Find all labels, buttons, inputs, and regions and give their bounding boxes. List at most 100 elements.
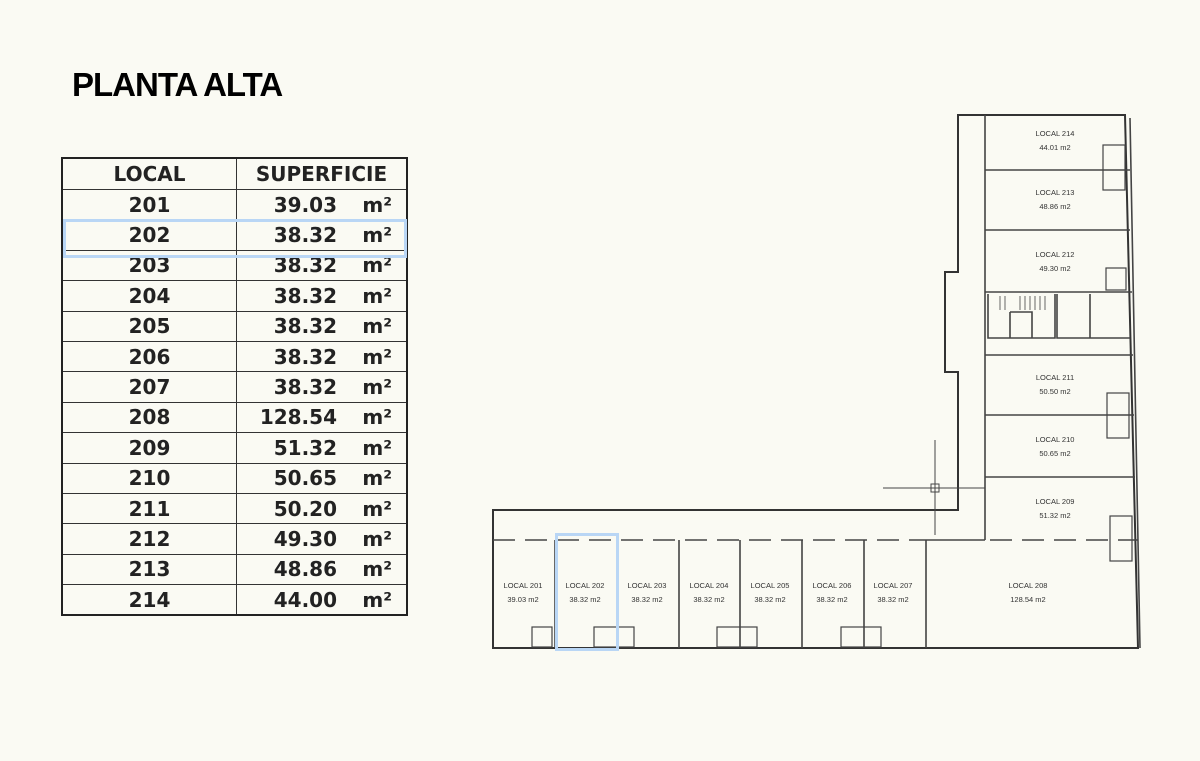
area-cell: 128.54 m² xyxy=(236,401,408,434)
area-cell: 39.03 m² xyxy=(236,188,408,221)
room-label: LOCAL 213 48.86 m2 xyxy=(1020,186,1090,214)
room-area: 38.32 m2 xyxy=(754,595,786,604)
area-cell: 38.32 m² xyxy=(236,219,408,251)
area-value: 50.20 xyxy=(273,496,337,521)
room-name: LOCAL 204 xyxy=(689,581,729,590)
room-label: LOCAL 209 51.32 m2 xyxy=(1020,495,1090,523)
room-label: LOCAL 210 50.65 m2 xyxy=(1020,433,1090,461)
room-name: LOCAL 213 xyxy=(1035,188,1075,197)
room-name: LOCAL 209 xyxy=(1035,497,1075,506)
room-area: 128.54 m2 xyxy=(1010,595,1046,604)
room-area: 44.01 m2 xyxy=(1039,143,1071,152)
room-name: LOCAL 212 xyxy=(1035,250,1075,259)
room-label: LOCAL 206 38.32 m2 xyxy=(797,579,867,607)
room-name: LOCAL 206 xyxy=(812,581,852,590)
area-cell: 49.30 m² xyxy=(236,523,408,555)
area-value: 38.32 xyxy=(273,375,337,400)
area-cell: 48.86 m² xyxy=(236,553,408,586)
area-value: 44.00 xyxy=(273,587,337,612)
room-label: LOCAL 214 44.01 m2 xyxy=(1020,127,1090,155)
local-cell: 207 xyxy=(61,371,237,403)
room-area: 50.65 m2 xyxy=(1039,449,1071,458)
room-area: 39.03 m2 xyxy=(507,595,539,604)
local-cell: 211 xyxy=(61,492,237,525)
area-value: 48.86 xyxy=(273,557,337,582)
table-row: 202 38.32 m² xyxy=(61,219,408,251)
room-name: LOCAL 211 xyxy=(1035,373,1075,382)
area-cell: 38.32 m² xyxy=(236,280,408,312)
room-area: 38.32 m2 xyxy=(877,595,909,604)
area-value: 38.32 xyxy=(273,223,337,248)
area-cell: 50.20 m² xyxy=(236,492,408,525)
area-unit: m² xyxy=(362,283,392,308)
table-row: 204 38.32 m² xyxy=(61,280,408,312)
area-value: 38.32 xyxy=(273,344,337,369)
table-row: 207 38.32 m² xyxy=(61,371,408,403)
room-name: LOCAL 202 xyxy=(565,581,605,590)
local-cell: 210 xyxy=(61,462,237,494)
area-unit: m² xyxy=(362,223,392,248)
area-unit: m² xyxy=(362,344,392,369)
area-unit: m² xyxy=(362,496,392,521)
table-row: 213 48.86 m² xyxy=(61,553,408,586)
area-value: 51.32 xyxy=(273,435,337,460)
room-name: LOCAL 210 xyxy=(1035,435,1075,444)
table-row: 209 51.32 m² xyxy=(61,432,408,464)
room-name: LOCAL 205 xyxy=(750,581,790,590)
room-name: LOCAL 208 xyxy=(1008,581,1048,590)
table-row: 211 50.20 m² xyxy=(61,492,408,525)
room-label: LOCAL 207 38.32 m2 xyxy=(858,579,928,607)
area-unit: m² xyxy=(362,405,392,430)
area-value: 38.32 xyxy=(273,314,337,339)
room-area: 38.32 m2 xyxy=(631,595,663,604)
plan-room-highlight xyxy=(555,533,619,651)
area-unit: m² xyxy=(362,435,392,460)
area-unit: m² xyxy=(362,526,392,551)
room-name: LOCAL 201 xyxy=(503,581,543,590)
room-area: 48.86 m2 xyxy=(1039,202,1071,211)
area-value: 39.03 xyxy=(273,192,337,217)
local-cell: 213 xyxy=(61,553,237,586)
room-label: LOCAL 208 128.54 m2 xyxy=(993,579,1063,607)
table-row-highlight xyxy=(63,219,407,258)
area-unit: m² xyxy=(362,557,392,582)
area-unit: m² xyxy=(362,314,392,339)
local-cell: 204 xyxy=(61,280,237,312)
area-value: 49.30 xyxy=(273,526,337,551)
page-title: PLANTA ALTA xyxy=(72,66,283,103)
room-label: LOCAL 203 38.32 m2 xyxy=(612,579,682,607)
room-area: 38.32 m2 xyxy=(693,595,725,604)
room-name: LOCAL 207 xyxy=(873,581,913,590)
table-row: 210 50.65 m² xyxy=(61,462,408,494)
area-value: 50.65 xyxy=(273,466,337,491)
table-row: 214 44.00 m² xyxy=(61,584,408,616)
area-unit: m² xyxy=(362,587,392,612)
room-name: LOCAL 214 xyxy=(1035,129,1075,138)
table-row: 212 49.30 m² xyxy=(61,523,408,555)
room-label: LOCAL 205 38.32 m2 xyxy=(735,579,805,607)
area-unit: m² xyxy=(362,375,392,400)
area-value: 38.32 xyxy=(273,283,337,308)
room-area: 51.32 m2 xyxy=(1039,511,1071,520)
area-cell: 38.32 m² xyxy=(236,340,408,373)
local-cell: 212 xyxy=(61,523,237,555)
local-cell: 214 xyxy=(61,584,237,616)
area-value: 128.54 xyxy=(259,405,337,430)
area-cell: 44.00 m² xyxy=(236,584,408,616)
local-cell: 202 xyxy=(61,219,237,251)
room-label: LOCAL 202 38.32 m2 xyxy=(550,579,620,607)
room-area: 38.32 m2 xyxy=(816,595,848,604)
room-name: LOCAL 203 xyxy=(627,581,667,590)
local-cell: 209 xyxy=(61,432,237,464)
room-label: LOCAL 201 39.03 m2 xyxy=(488,579,558,607)
area-unit: m² xyxy=(362,192,392,217)
area-unit: m² xyxy=(362,466,392,491)
room-area: 38.32 m2 xyxy=(569,595,601,604)
room-label: LOCAL 204 38.32 m2 xyxy=(674,579,744,607)
